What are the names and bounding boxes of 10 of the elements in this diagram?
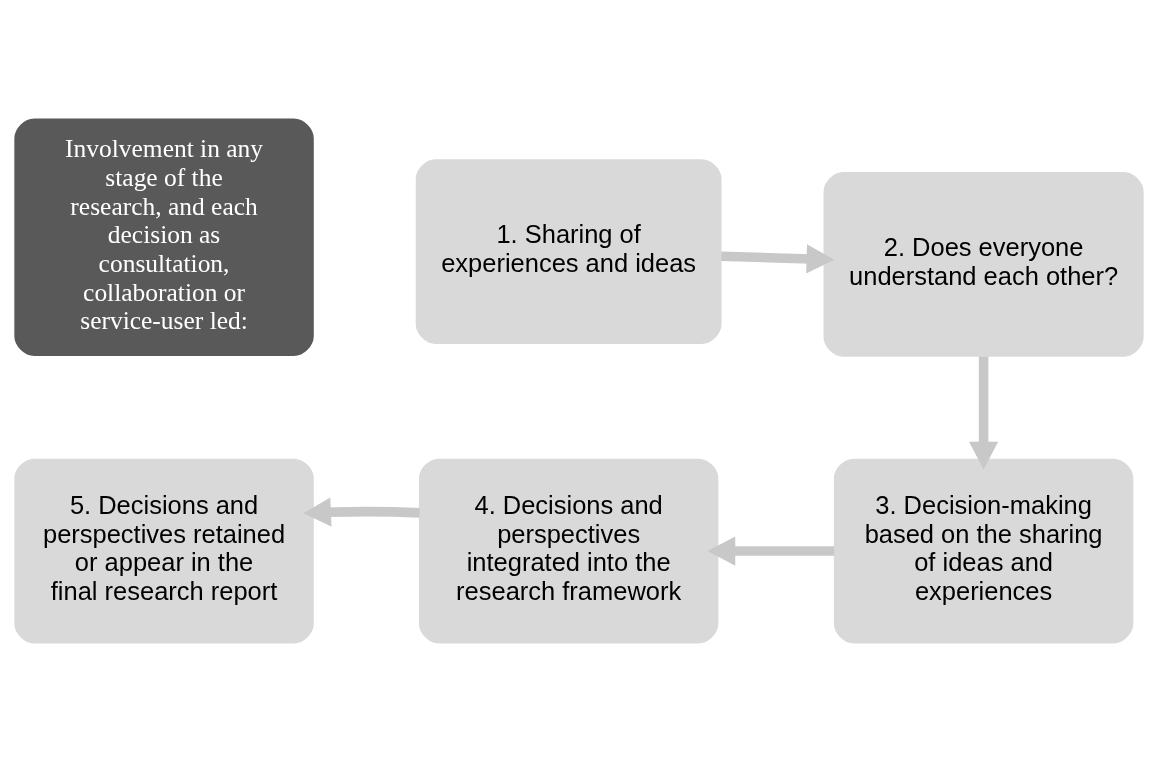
arrow — [969, 355, 999, 469]
node-box: 5. Decisions and perspectives retained or appear in the final research report — [14, 458, 314, 643]
arrow — [707, 535, 835, 566]
node-box: 4. Decisions and perspectives integrated into the research framework — [418, 458, 719, 643]
node-box: 3. Decision-making based on the sharing of ideas and experiences — [833, 458, 1134, 643]
arrow — [303, 497, 420, 527]
node-box: 2. Does everyone understand each other? — [823, 171, 1144, 357]
arrow — [721, 243, 835, 273]
node-box: Involvement in any stage of the research, and each decision as consultation, collaboration or service-user led: — [14, 118, 314, 356]
node-box: 1. Sharing of experiences and ideas — [415, 158, 722, 344]
